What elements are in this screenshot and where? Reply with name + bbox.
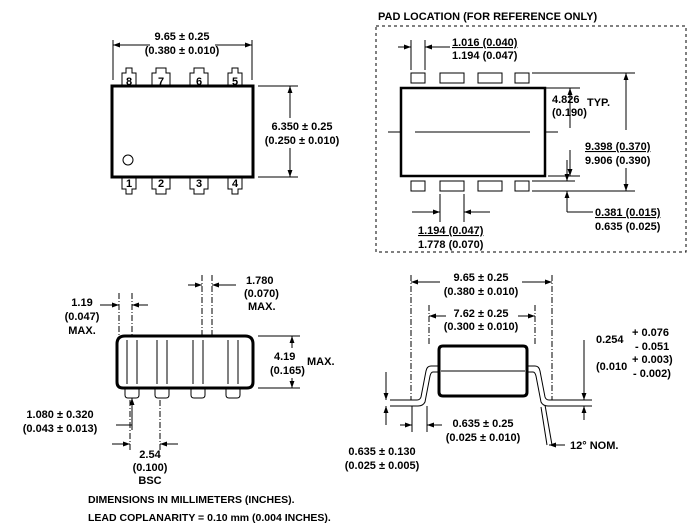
pin-number: 6 — [196, 76, 202, 88]
row-gap-dim: 4.826 — [552, 94, 580, 106]
pitch-bsc: BSC — [138, 475, 161, 487]
pad-width-max: 1.194 (0.047) — [452, 50, 518, 62]
lead-thickness-dim: 1.080 ± 0.320 — [26, 409, 93, 421]
note-coplanarity: LEAD COPLANARITY = 0.10 mm (0.004 INCHES… — [88, 512, 331, 524]
standoff-max: MAX. — [68, 325, 96, 337]
pads-lower — [410, 180, 530, 192]
foot2-dim: 0.635 ± 0.130 — [348, 446, 415, 458]
pitch-min: 1.194 (0.047) — [418, 225, 484, 237]
pad-location-title: PAD LOCATION (FOR REFERENCE ONLY) — [378, 11, 598, 23]
top-leads-lower — [121, 177, 243, 195]
side-leads — [124, 340, 241, 399]
overall-width-dim-in: (0.380 ± 0.010) — [444, 286, 519, 298]
lead-thk-plus: + 0.076 — [632, 327, 669, 339]
pitch-dim-in: (0.100) — [133, 462, 168, 474]
pad-location-frame — [375, 25, 687, 253]
top-width-dim: 9.65 ± 0.25 — [155, 31, 210, 43]
pin1-marker — [122, 154, 134, 166]
lead-thk-base: 0.254 — [596, 334, 624, 346]
pin-number: 4 — [232, 178, 239, 190]
note-units: DIMENSIONS IN MILLIMETERS (INCHES). — [88, 494, 295, 506]
pads-upper — [410, 72, 530, 84]
pin-number: 3 — [196, 178, 202, 190]
end-view: 9.65 ± 0.25 (0.380 ± 0.010) 7.62 ± 0.25 … — [345, 272, 673, 472]
body-height-dim-in: (0.165) — [270, 365, 305, 377]
lead-thk-minus: - 0.051 — [635, 341, 669, 353]
lead-thk-plus-in: + 0.003) — [632, 354, 673, 366]
pad-location-view: PAD LOCATION (FOR REFERENCE ONLY) 1.016 … — [375, 11, 687, 253]
pin-number: 7 — [158, 76, 164, 88]
top-leads-upper — [121, 67, 243, 85]
body-height-max: MAX. — [307, 356, 335, 368]
top-width-dim-in: (0.380 ± 0.010) — [145, 45, 220, 57]
pitch-max: 1.778 (0.070) — [418, 239, 484, 251]
span-max: 9.906 (0.390) — [585, 155, 651, 167]
body-width-dim-in: (0.300 ± 0.010) — [444, 321, 519, 333]
standoff-dim: 1.19 — [71, 297, 92, 309]
standoff-dim-in: (0.047) — [65, 311, 100, 323]
body-height-dim: 4.19 — [274, 351, 295, 363]
end-lead-left — [390, 365, 439, 407]
pitch-dim: 2.54 — [139, 449, 161, 461]
pad-len-max: 0.635 (0.025) — [595, 221, 661, 233]
lead-thickness-dim-in: (0.043 ± 0.013) — [23, 423, 98, 435]
row-gap-dim-in: (0.190) — [552, 107, 587, 119]
span-min: 9.398 (0.370) — [585, 141, 651, 153]
top-body — [110, 84, 255, 179]
overall-width-dim: 9.65 ± 0.25 — [454, 272, 509, 284]
body-width-dim: 7.62 ± 0.25 — [454, 308, 509, 320]
lead-width-dim: 1.780 — [246, 275, 274, 287]
end-lead-right — [527, 365, 556, 407]
lead-thk-minus-in: - 0.002) — [633, 368, 671, 380]
side-view: 1.19 (0.047) MAX. 1.780 (0.070) MAX. — [23, 275, 335, 487]
top-height-dim-in: (0.250 ± 0.010) — [265, 135, 340, 147]
lead-thk-base-in: (0.010 — [596, 361, 627, 373]
pin-number: 2 — [158, 178, 164, 190]
lead-width-max: MAX. — [248, 301, 276, 313]
pin-number: 8 — [126, 76, 132, 88]
top-height-dim: 6.350 ± 0.25 — [271, 121, 332, 133]
notes: DIMENSIONS IN MILLIMETERS (INCHES). LEAD… — [88, 494, 331, 524]
pin-number: 1 — [126, 178, 132, 190]
pin-number: 5 — [232, 76, 238, 88]
row-gap-typ: TYP. — [587, 97, 610, 109]
foot2-dim-in: (0.025 ± 0.005) — [345, 460, 420, 472]
top-view: 9.65 ± 0.25 (0.380 ± 0.010) 8 7 6 5 1 2 … — [110, 31, 340, 195]
foot-length-dim: 0.635 ± 0.25 — [452, 418, 513, 430]
foot-length-dim-in: (0.025 ± 0.010) — [446, 432, 521, 444]
pad-width-min: 1.016 (0.040) — [452, 37, 518, 49]
pad-len-min: 0.381 (0.015) — [595, 207, 661, 219]
side-body — [115, 334, 255, 390]
lead-width-dim-in: (0.070) — [244, 288, 279, 300]
lead-angle: 12° NOM. — [570, 440, 618, 452]
